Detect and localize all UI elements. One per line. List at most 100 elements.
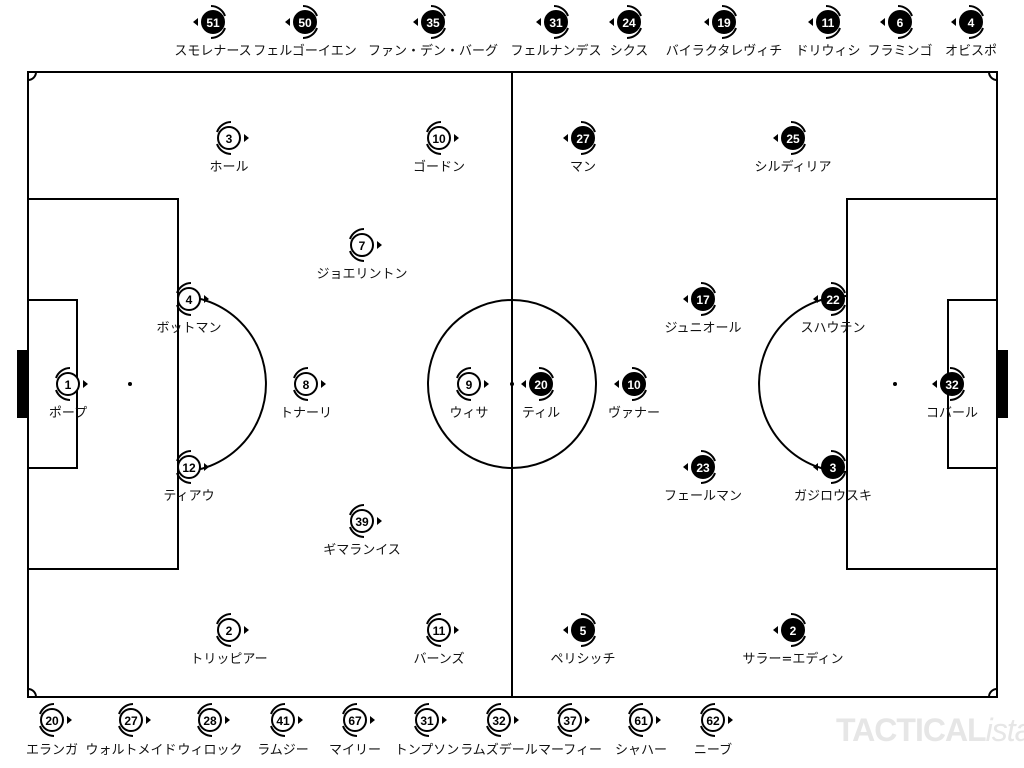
orientation-arc-icon [210, 5, 226, 39]
orientation-arc-icon [790, 613, 806, 647]
orientation-arc-icon [830, 450, 846, 484]
left-penalty-arc [177, 295, 267, 473]
left-penalty-area [27, 198, 179, 570]
orientation-arc-icon [39, 703, 55, 737]
player-name: ニーブ [694, 742, 732, 758]
direction-arrow-icon [536, 18, 541, 26]
direction-arrow-icon [932, 380, 937, 388]
right-penalty-arc [758, 295, 848, 473]
player-name: ガジロウスキ [794, 489, 872, 504]
player-number: 67 [348, 714, 362, 728]
orientation-arc-icon [557, 703, 573, 737]
direction-arrow-icon [773, 134, 778, 142]
direction-arrow-icon [728, 716, 733, 724]
orientation-arc-icon [538, 367, 554, 401]
player-badge [691, 287, 715, 311]
orientation-arc-icon [426, 121, 442, 155]
direction-arrow-icon [67, 716, 72, 724]
player-number: 4 [186, 293, 193, 307]
orientation-arc-icon [790, 121, 806, 155]
right-goal [997, 350, 1008, 418]
player-badge [457, 372, 481, 396]
player-badge [821, 287, 845, 311]
player-number: 35 [426, 16, 440, 30]
player-number: 32 [945, 378, 959, 392]
player-number: 6 [897, 16, 904, 30]
player-name: フェルナンデス [510, 43, 601, 59]
orientation-arc-icon [216, 121, 232, 155]
player-number: 51 [206, 16, 220, 30]
player-name: ドリウィシ [795, 44, 860, 59]
direction-arrow-icon [298, 716, 303, 724]
player-badge [343, 708, 367, 732]
orientation-arc-icon [825, 5, 841, 39]
direction-arrow-icon [83, 380, 88, 388]
player-badge [293, 10, 317, 34]
player-number: 1 [65, 378, 72, 392]
player-name: ラムジー [257, 743, 309, 758]
player-number: 50 [298, 16, 312, 30]
player-badge [529, 372, 553, 396]
player-name: ペリシッチ [550, 652, 615, 667]
player-badge [294, 372, 318, 396]
orientation-arc-icon [700, 703, 716, 737]
orientation-arc-icon [349, 504, 365, 538]
player-name: ジョエリントン [316, 267, 407, 282]
player-name: ポープ [49, 406, 87, 421]
player-badge [198, 708, 222, 732]
orientation-arc-icon [270, 703, 286, 737]
home-substitute-player-marker[interactable]: 41 ラムジー [257, 703, 309, 758]
player-number: 9 [466, 378, 473, 392]
orientation-arc-icon [580, 613, 596, 647]
home-starter-player-marker[interactable]: 1 ポープ [49, 367, 88, 421]
direction-arrow-icon [204, 463, 209, 471]
direction-arrow-icon [244, 626, 249, 634]
player-badge [40, 708, 64, 732]
player-number: 41 [276, 714, 290, 728]
player-name: フェールマン [664, 489, 742, 504]
player-badge [959, 10, 983, 34]
player-number: 2 [790, 624, 797, 638]
direction-arrow-icon [204, 295, 209, 303]
